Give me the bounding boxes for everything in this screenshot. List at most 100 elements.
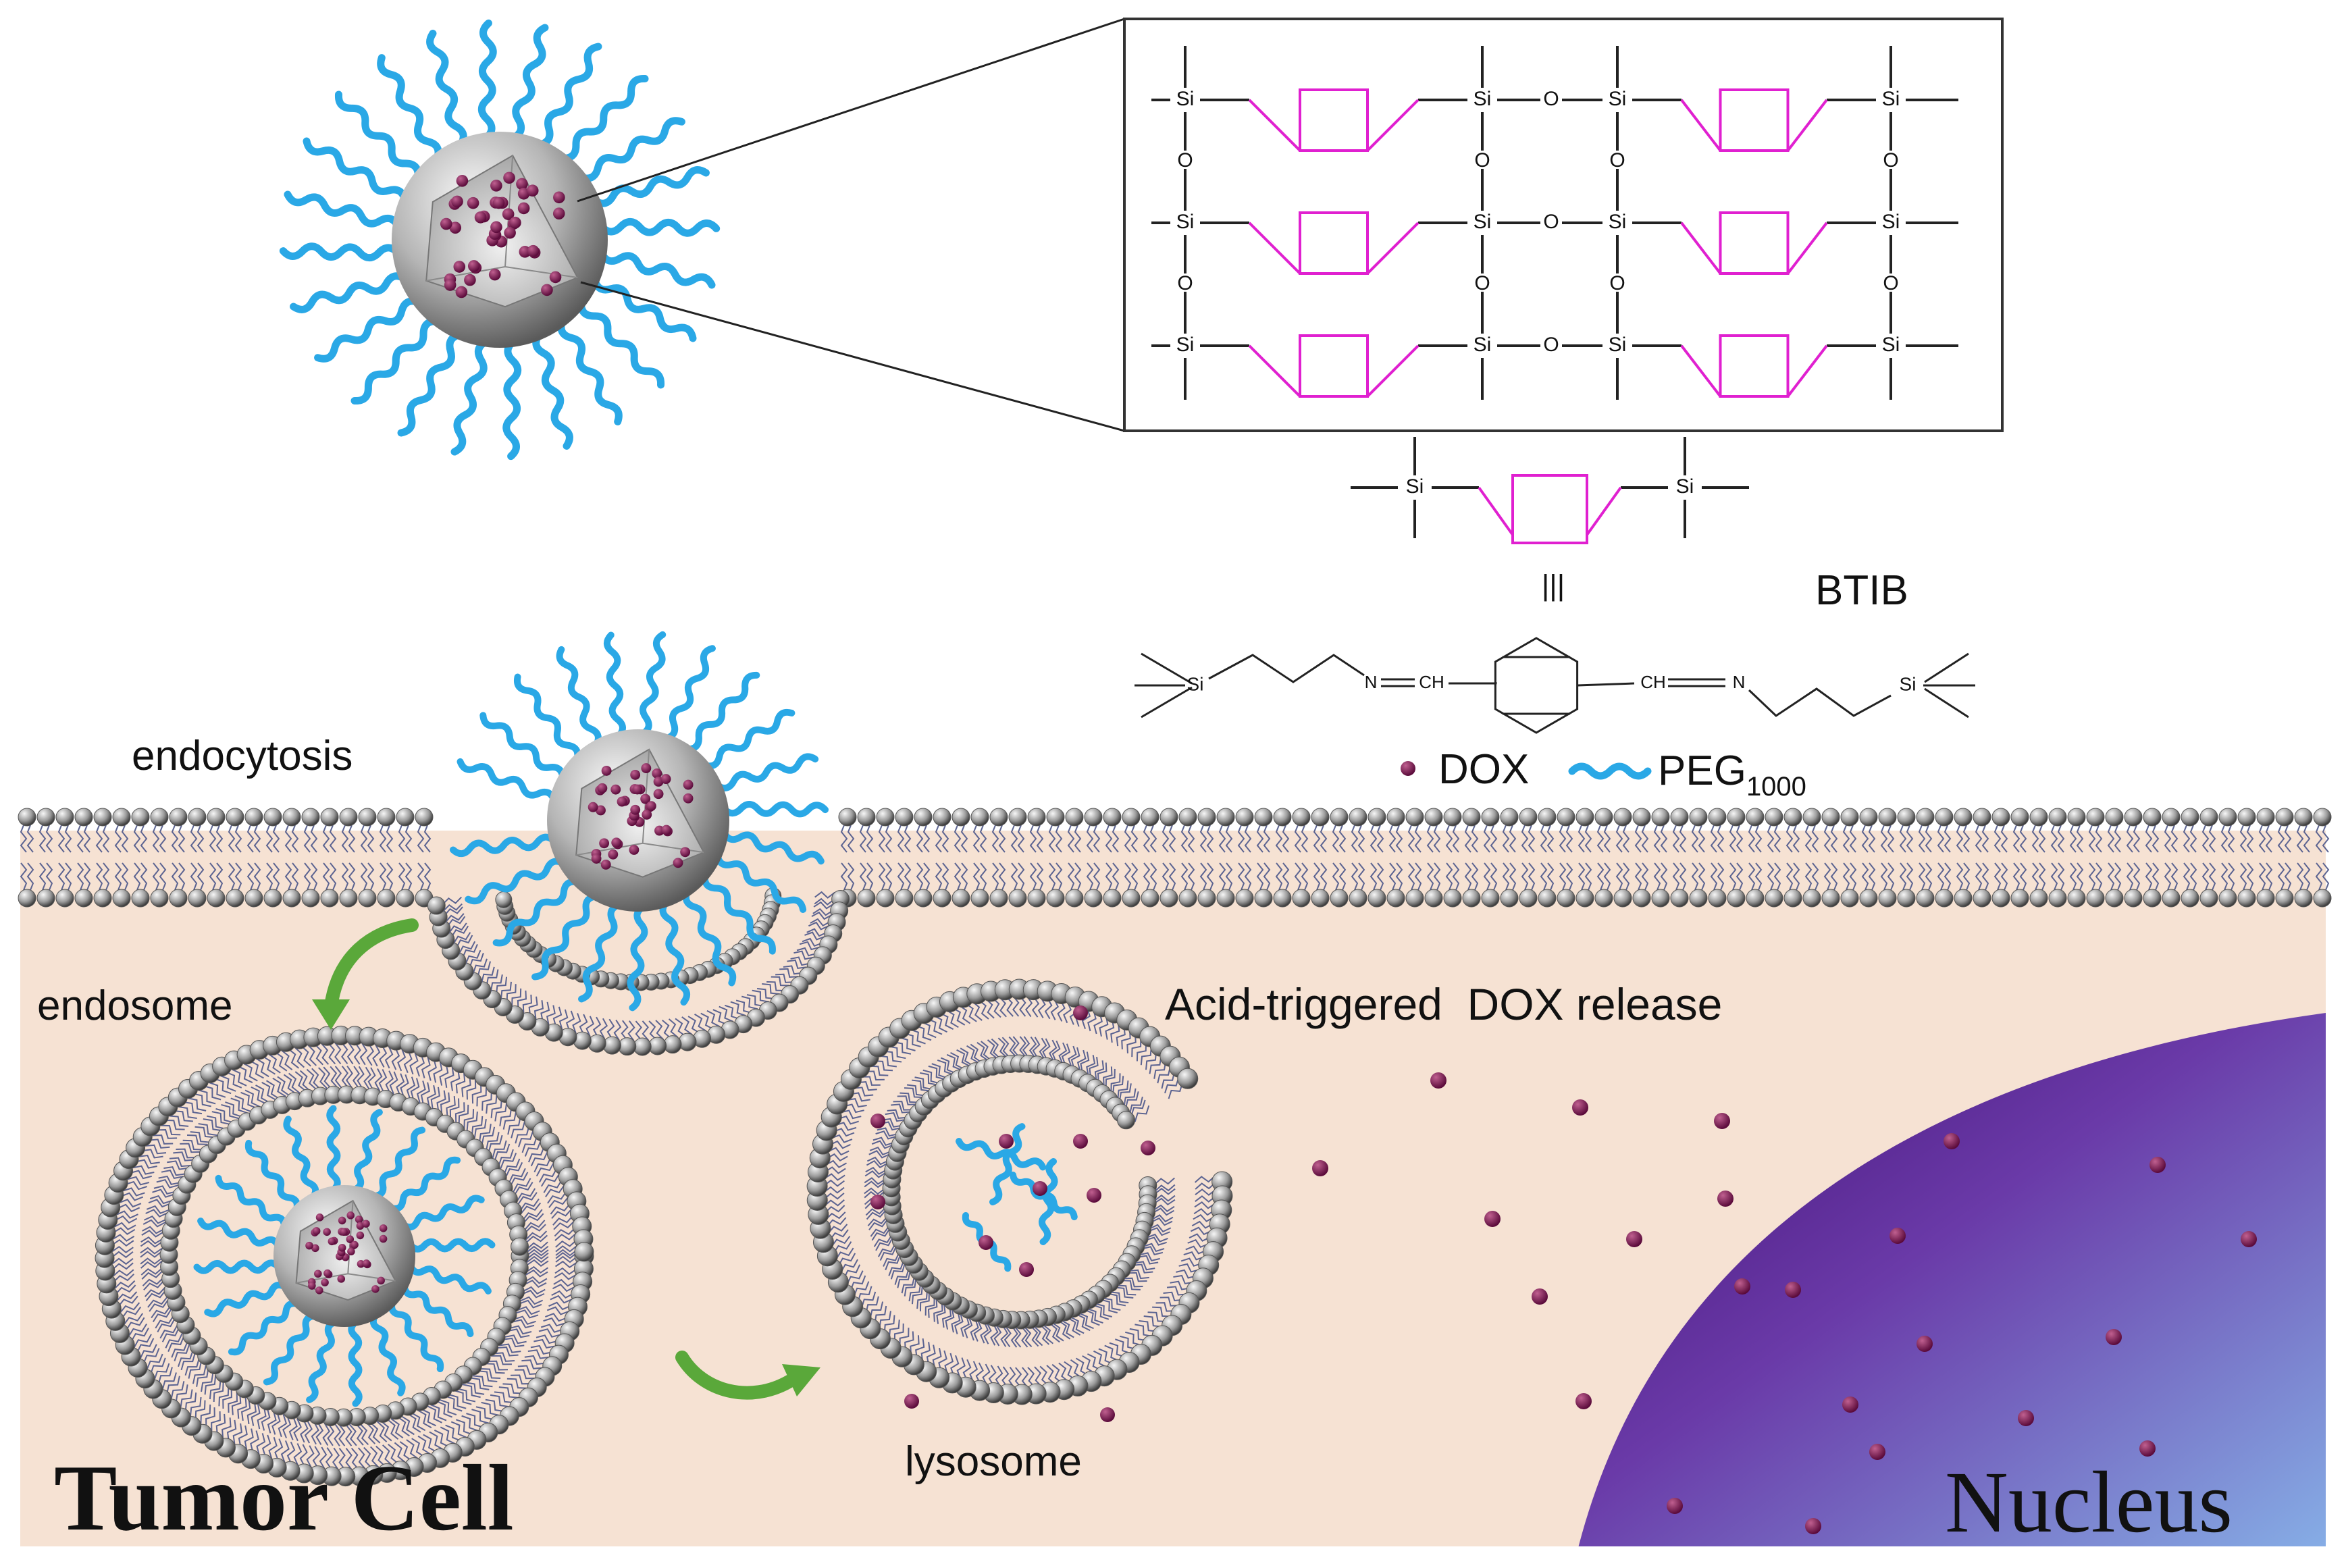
lipid-tail — [20, 862, 28, 891]
lipid-tail — [1320, 862, 1328, 891]
lipid-head — [1330, 889, 1349, 908]
lipid-tail — [1559, 825, 1567, 853]
bond — [1748, 687, 1892, 717]
atom-bg — [1880, 273, 1902, 295]
lipid-head — [244, 808, 263, 827]
lipid-tail — [885, 825, 893, 853]
lipid-tail — [2227, 825, 2235, 853]
lipid-tail — [64, 825, 72, 853]
lipid-head — [1159, 808, 1178, 827]
lipid-head — [1708, 808, 1727, 827]
lipid-head — [1216, 889, 1235, 908]
lipid-head — [1954, 808, 1973, 827]
lipid-tail — [972, 862, 981, 891]
loaded-dox — [660, 774, 671, 785]
lipid-tail — [1584, 862, 1592, 891]
lipid-head — [169, 889, 188, 908]
lipid-tail — [197, 825, 205, 853]
lipid-tail — [1048, 862, 1056, 891]
lipid-tail — [1433, 825, 1441, 853]
lipid-tail — [1351, 862, 1359, 891]
lipid-tail — [1351, 825, 1359, 853]
lipid-head — [1386, 808, 1405, 827]
lipid-tail — [1206, 862, 1214, 891]
peg-chain — [306, 1319, 338, 1403]
atom-bg — [1876, 334, 1906, 358]
lipid-tail — [1187, 825, 1195, 853]
atom-bg — [1174, 151, 1196, 172]
loaded-dox — [350, 1240, 359, 1249]
methine-group: CH — [1419, 672, 1444, 692]
lipid-head — [1117, 1111, 1136, 1130]
lipid-tail — [1256, 825, 1264, 853]
lipid-tail — [979, 825, 987, 853]
legend-peg-label: PEG1000 — [1658, 748, 1806, 802]
lipid-tail — [998, 862, 1006, 891]
dox-molecule — [1532, 1288, 1548, 1305]
atom-bg — [1540, 335, 1562, 357]
lipid-tail — [1956, 862, 1964, 891]
lipid-tail — [922, 825, 931, 853]
lipid-head — [2218, 889, 2237, 908]
lipid-tail — [1596, 862, 1605, 891]
lipid-head — [1349, 889, 1367, 908]
linker-ring — [1719, 211, 1790, 275]
dox-molecule — [2018, 1410, 2034, 1426]
lipid-head — [1178, 808, 1197, 827]
peg-chain — [457, 758, 558, 804]
lipid-tail — [1086, 862, 1094, 891]
lipid-head — [2086, 889, 2105, 908]
loaded-dox — [379, 1224, 388, 1232]
lipid-head — [2086, 808, 2105, 827]
lipid-tail — [1811, 862, 1819, 891]
lipid-head — [36, 889, 55, 908]
bond — [1924, 687, 1969, 718]
lipid-head — [415, 808, 434, 827]
lipid-tail — [2107, 825, 2115, 853]
lipid-tail — [1294, 825, 1302, 853]
lipid-tail — [885, 862, 893, 891]
lipid-tail — [1105, 825, 1113, 853]
lipid-tail — [1528, 825, 1536, 853]
dox-dot-icon — [1401, 761, 1415, 776]
lipid-head — [1821, 889, 1840, 908]
lipid-tail — [1067, 862, 1075, 891]
lipid-tail — [140, 862, 148, 891]
atom-bg — [1876, 88, 1906, 112]
lipid-tail — [26, 862, 34, 891]
dox-molecule — [1141, 1141, 1155, 1155]
lipid-tail — [1578, 862, 1586, 891]
lipid-tail — [95, 825, 103, 853]
lipid-tail — [1143, 825, 1151, 853]
lipid-tail — [1811, 825, 1819, 853]
lipid-tail — [1603, 825, 1611, 853]
lipid-head — [1330, 808, 1349, 827]
atom-bg — [1607, 151, 1628, 172]
lipid-tail — [209, 862, 217, 891]
lipid-tail — [1899, 825, 1907, 853]
lipid-tail — [1029, 825, 1037, 853]
lipid-tail — [1792, 825, 1800, 853]
lipid-tail — [1483, 862, 1491, 891]
lipid-head — [1103, 808, 1122, 827]
lipid-head — [1746, 889, 1765, 908]
lipid-tail — [190, 862, 198, 891]
peg-chain — [303, 137, 409, 205]
peg-chain — [659, 899, 691, 1006]
silicon-atom: Si — [1474, 334, 1492, 356]
lipid-tail — [1861, 825, 1869, 853]
lipid-tail — [1993, 862, 2002, 891]
lipid-head — [2143, 889, 2162, 908]
dox-molecule — [1033, 1181, 1047, 1196]
silicon-atom: Si — [1187, 673, 1204, 694]
lipid-head — [2256, 889, 2275, 908]
lipid-tail — [1729, 825, 1737, 853]
lipid-tail — [1918, 862, 1926, 891]
linker-ring — [1719, 88, 1790, 152]
lipid-tail — [140, 825, 148, 853]
peg-chain — [244, 1139, 301, 1212]
lipid-tail — [1962, 825, 1971, 853]
lipid-head — [1594, 808, 1613, 827]
lipid-tail — [1464, 862, 1472, 891]
lipid-tail — [1528, 862, 1536, 891]
